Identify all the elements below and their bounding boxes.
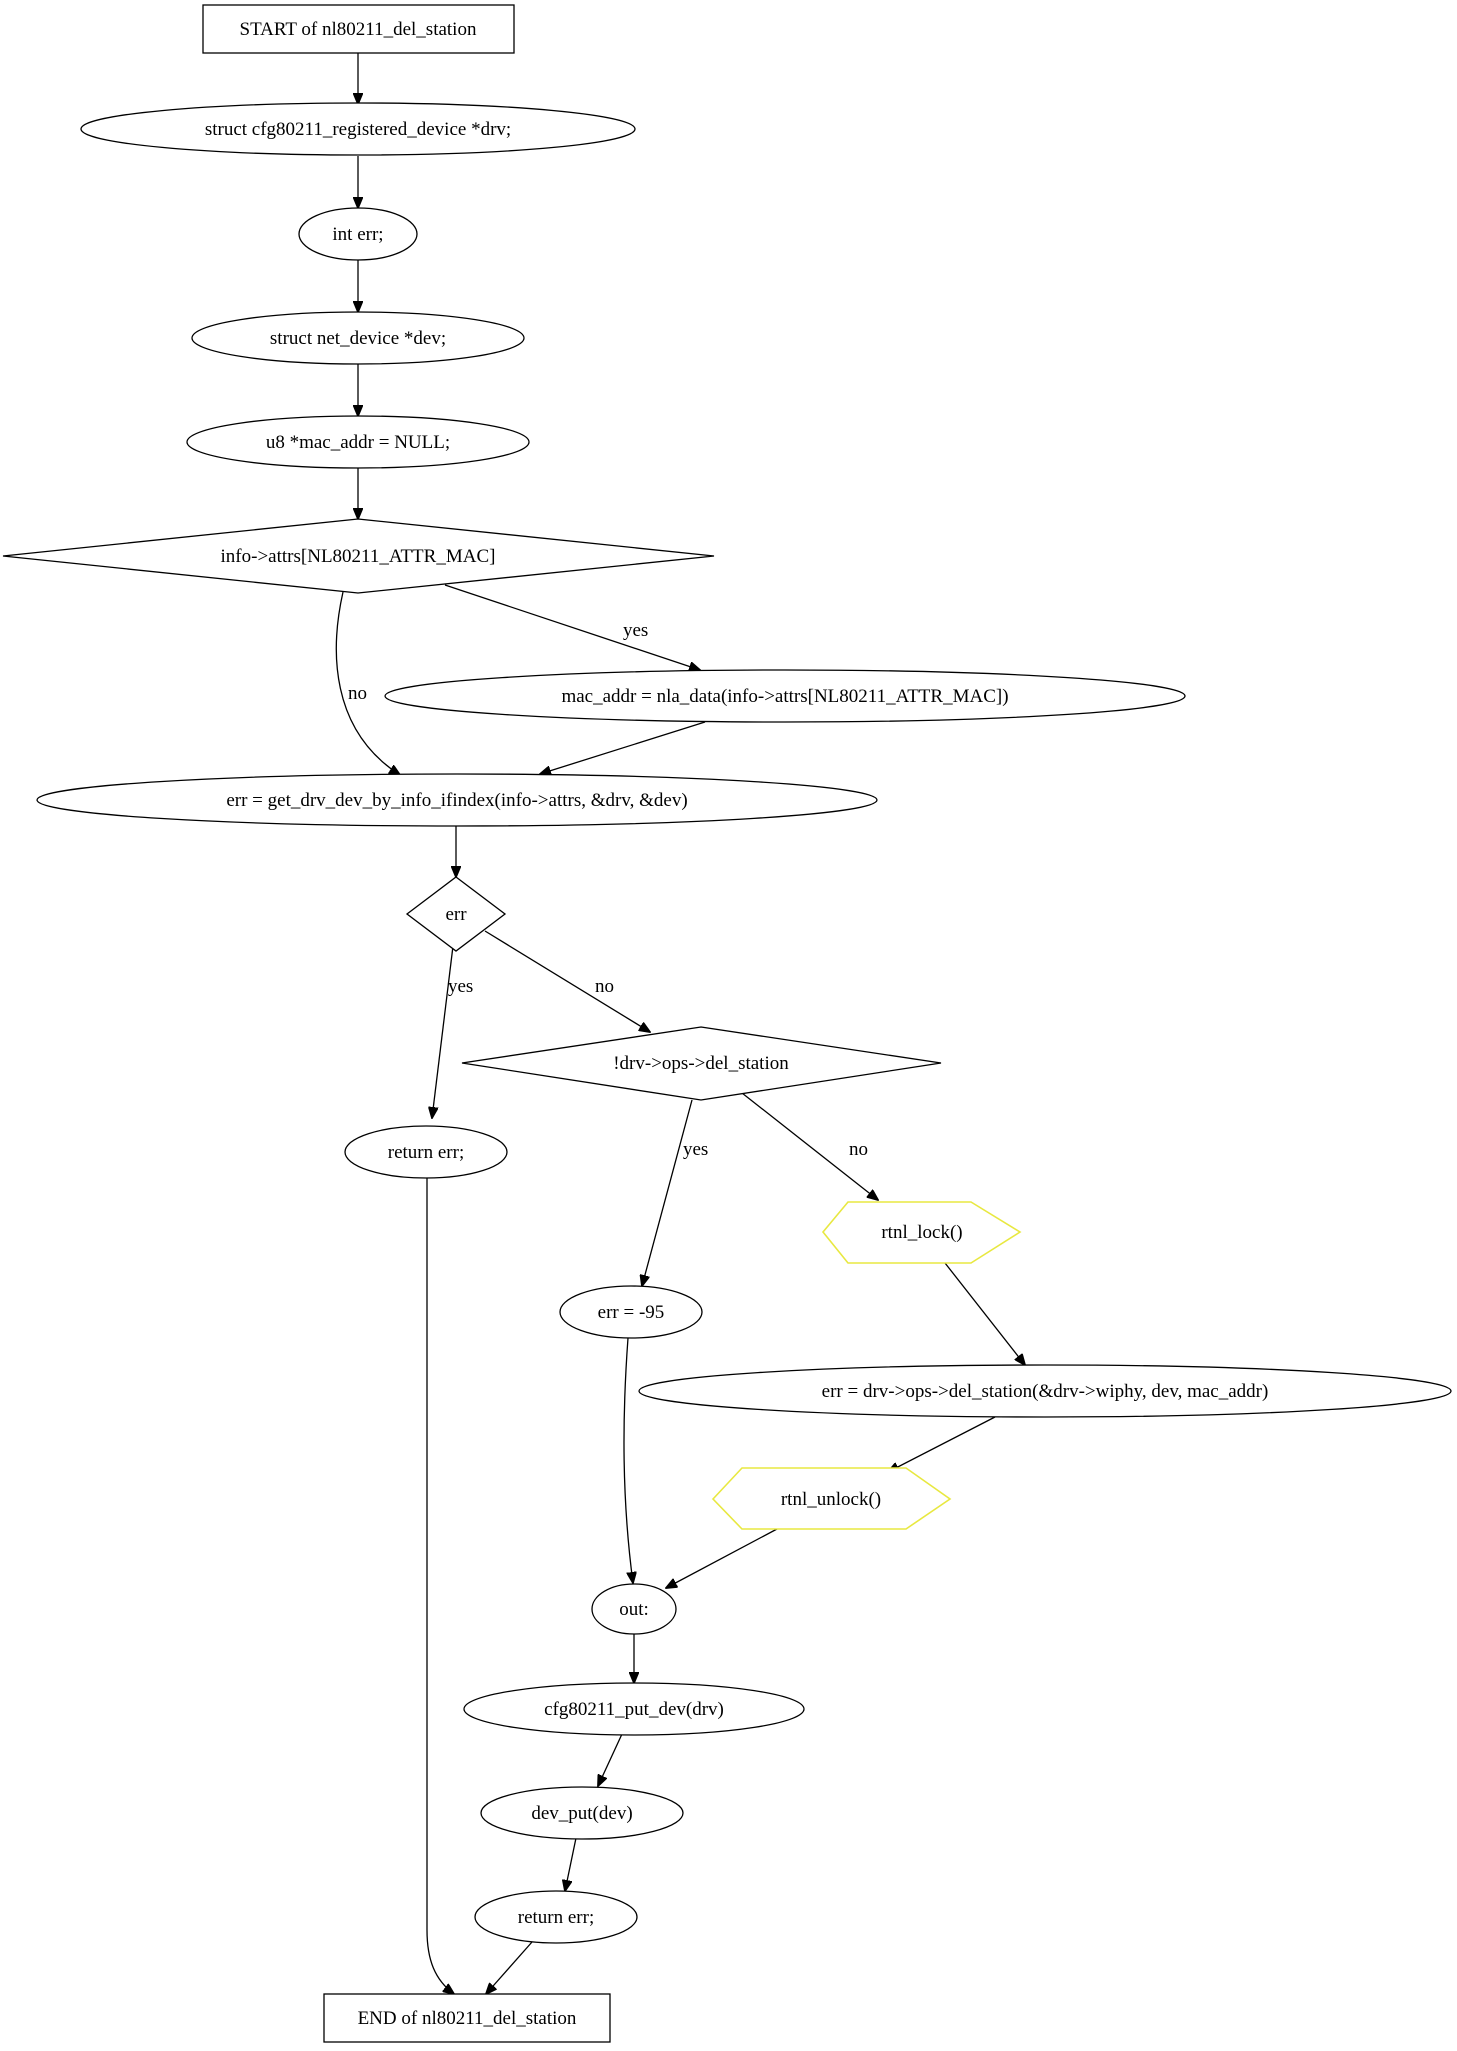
edge-dev-put-to-return-err xyxy=(565,1837,577,1891)
node-rtnl-lock-label: rtnl_lock() xyxy=(881,1222,962,1243)
node-dev-put-label: dev_put(dev) xyxy=(531,1803,632,1824)
edge-label-cond-mac-no: no xyxy=(348,683,367,704)
node-decl-dev-label: struct net_device *dev; xyxy=(270,328,446,349)
node-cond-err: err xyxy=(405,876,507,952)
node-decl-dev: struct net_device *dev; xyxy=(191,311,525,365)
node-set-err-95: err = -95 xyxy=(559,1285,703,1339)
node-put-dev-drv: cfg80211_put_dev(drv) xyxy=(463,1682,805,1736)
edge-label-cond-err-no: no xyxy=(595,976,614,997)
node-cond-err-label: err xyxy=(445,904,467,925)
edge-cond-mac-no xyxy=(335,591,400,775)
node-set-err-95-label: err = -95 xyxy=(598,1302,665,1323)
node-dev-put: dev_put(dev) xyxy=(480,1786,684,1840)
node-del-station: err = drv->ops->del_station(&drv->wiphy,… xyxy=(638,1364,1452,1418)
node-decl-mac: u8 *mac_addr = NULL; xyxy=(186,415,530,469)
node-return-err-1: return err; xyxy=(344,1125,508,1179)
node-decl-drv-label: struct cfg80211_registered_device *drv; xyxy=(205,119,511,140)
edges xyxy=(335,53,1025,1994)
nodes: START of nl80211_del_station struct cfg8… xyxy=(2,4,1452,2043)
edge-return-err-1-to-end xyxy=(426,1178,454,1994)
node-decl-drv: struct cfg80211_registered_device *drv; xyxy=(80,102,636,156)
node-out-label: out: xyxy=(619,1599,649,1620)
node-rtnl-lock: rtnl_lock() xyxy=(821,1201,1022,1264)
node-put-dev-drv-label: cfg80211_put_dev(drv) xyxy=(544,1699,724,1720)
node-end-label: END of nl80211_del_station xyxy=(358,2008,577,2029)
edge-cond-err-yes xyxy=(432,945,454,1118)
edge-set-mac-to-get-drv xyxy=(540,721,706,774)
edge-err95-to-out xyxy=(623,1337,633,1583)
edge-rtnl-lock-to-del-station xyxy=(944,1262,1025,1365)
node-cond-ops-label: !drv->ops->del_station xyxy=(613,1053,789,1074)
node-decl-err-label: int err; xyxy=(332,224,383,245)
edge-rtnl-unlock-to-out xyxy=(666,1528,778,1588)
node-set-mac-label: mac_addr = nla_data(info->attrs[NL80211_… xyxy=(561,686,1008,707)
node-cond-ops: !drv->ops->del_station xyxy=(461,1026,942,1101)
edge-cond-mac-yes xyxy=(444,584,700,670)
node-return-err-2-label: return err; xyxy=(518,1907,594,1928)
node-get-drv: err = get_drv_dev_by_info_ifindex(info->… xyxy=(36,773,878,827)
node-start-label: START of nl80211_del_station xyxy=(240,19,477,40)
node-return-err-2: return err; xyxy=(474,1890,638,1944)
edge-labels: yes no yes no yes no xyxy=(348,620,868,1160)
node-cond-mac: info->attrs[NL80211_ATTR_MAC] xyxy=(2,518,715,594)
edge-put-dev-drv-to-dev-put xyxy=(598,1733,623,1786)
edge-label-cond-err-yes: yes xyxy=(448,976,473,997)
node-get-drv-label: err = get_drv_dev_by_info_ifindex(info->… xyxy=(226,790,687,811)
node-out: out: xyxy=(591,1583,677,1635)
edge-del-station-to-rtnl-unlock xyxy=(888,1416,996,1472)
edge-cond-ops-yes xyxy=(642,1099,693,1286)
edge-label-cond-mac-yes: yes xyxy=(623,620,648,641)
edge-cond-ops-no xyxy=(741,1092,878,1200)
edge-label-cond-ops-yes: yes xyxy=(683,1139,708,1160)
edge-cond-err-no xyxy=(484,930,650,1032)
node-end: END of nl80211_del_station xyxy=(323,1993,611,2043)
node-rtnl-unlock: rtnl_unlock() xyxy=(711,1467,952,1530)
edge-label-cond-ops-no: no xyxy=(849,1139,868,1160)
edge-return-err-to-end xyxy=(486,1941,533,1994)
node-cond-mac-label: info->attrs[NL80211_ATTR_MAC] xyxy=(221,546,496,567)
node-start: START of nl80211_del_station xyxy=(202,4,515,54)
node-decl-mac-label: u8 *mac_addr = NULL; xyxy=(266,432,450,453)
node-return-err-1-label: return err; xyxy=(388,1142,464,1163)
node-set-mac: mac_addr = nla_data(info->attrs[NL80211_… xyxy=(384,669,1186,723)
node-decl-err: int err; xyxy=(298,207,418,261)
node-del-station-label: err = drv->ops->del_station(&drv->wiphy,… xyxy=(822,1381,1269,1402)
node-rtnl-unlock-label: rtnl_unlock() xyxy=(781,1489,881,1510)
